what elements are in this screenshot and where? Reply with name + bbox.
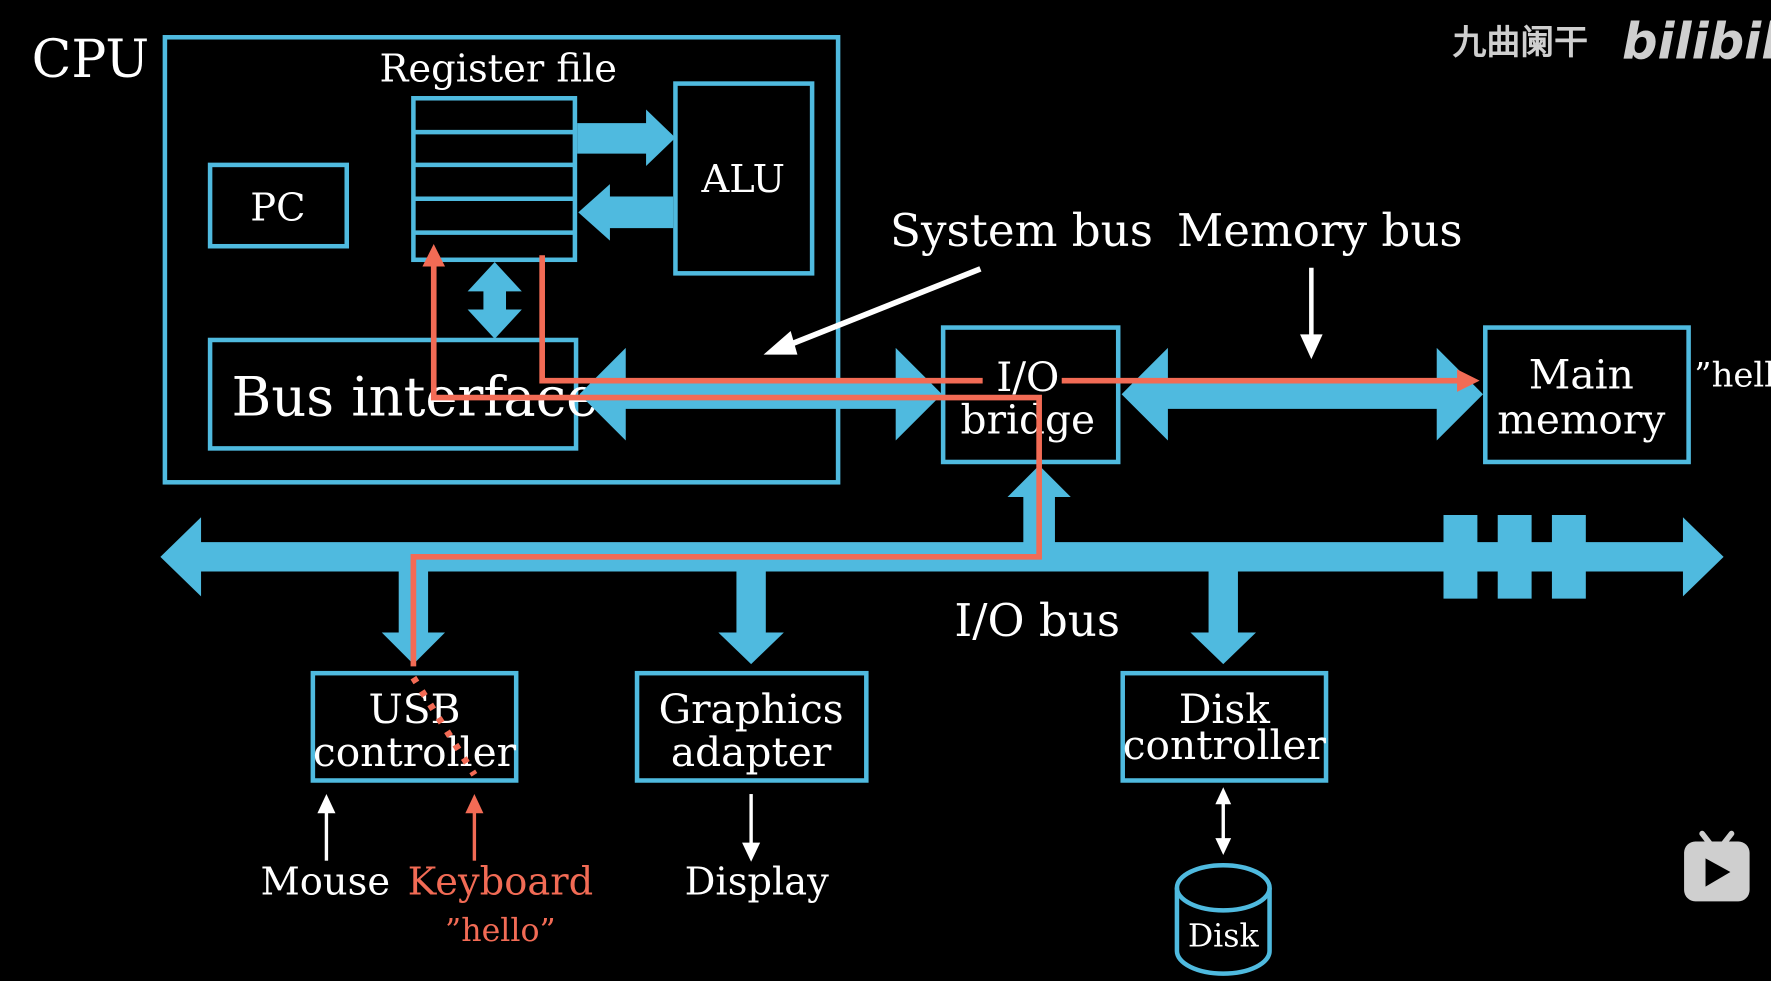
bilibili-logo: bilibili xyxy=(1622,13,1771,71)
register-file xyxy=(411,96,578,263)
alu-to-regfile-arrow xyxy=(578,184,674,241)
keyboard-arrow-head xyxy=(465,794,484,814)
hello-data-path xyxy=(410,255,1460,777)
disk-controller-label-2: controller xyxy=(1123,721,1327,769)
register-to-bridge-path xyxy=(539,255,983,384)
alu-box xyxy=(673,81,815,276)
memory-bus xyxy=(1121,347,1484,441)
cpu-label: CPU xyxy=(32,30,150,90)
mouse-arrow-head xyxy=(317,794,336,814)
graphics-label-2: adapter xyxy=(671,728,832,776)
usb-label-2: controller xyxy=(313,728,517,776)
main-memory-label-2: memory xyxy=(1497,396,1665,444)
keyboard-to-register-path xyxy=(410,255,1042,667)
mouse-label: Mouse xyxy=(261,860,391,905)
alu-label: ALU xyxy=(700,157,784,202)
memory-bus-label: Memory bus xyxy=(1177,204,1463,257)
main-memory-label-1: Main xyxy=(1529,351,1634,399)
graphics-adapter-box xyxy=(634,670,869,783)
io-bridge-label-1: I/O xyxy=(996,353,1059,401)
channel-name: 九曲阑干 xyxy=(1453,23,1589,62)
disk-controller-box xyxy=(1120,670,1329,783)
system-bus-label: System bus xyxy=(890,204,1153,257)
keyboard-input-hello: ”hello” xyxy=(445,913,556,949)
memory-bus-pointer-head xyxy=(1300,334,1323,360)
pc-label: PC xyxy=(250,185,305,230)
io-bus-label: I/O bus xyxy=(954,594,1120,647)
display-label: Display xyxy=(685,860,830,905)
disk-cylinder xyxy=(1174,862,1272,976)
usb-label-1: USB xyxy=(369,685,461,733)
system-bus xyxy=(579,347,943,441)
regfile-bus-interface-arrow xyxy=(467,262,522,339)
register-path-arrow-head xyxy=(422,243,446,267)
cpu-box xyxy=(162,35,841,485)
disk-connector-arrow xyxy=(1190,570,1257,665)
pc-box xyxy=(207,162,350,249)
main-memory-box xyxy=(1483,325,1691,465)
disk-arrow-head-down xyxy=(1215,838,1232,856)
tv-play-icon[interactable] xyxy=(1684,830,1750,902)
system-bus-pointer xyxy=(780,266,982,351)
memory-content-hello: ”hello” xyxy=(1694,355,1771,394)
disk-arrow-head-up xyxy=(1215,787,1232,805)
io-bridge-label-2: bridge xyxy=(961,396,1096,444)
graphics-connector-arrow xyxy=(718,570,784,665)
memory-path-arrow-head xyxy=(1457,369,1480,392)
keyboard-label: Keyboard xyxy=(408,860,594,905)
register-file-label: Register file xyxy=(380,46,618,91)
usb-internal-dotted-path xyxy=(410,675,478,777)
regfile-to-alu-arrow xyxy=(577,109,676,167)
disk-label: Disk xyxy=(1188,919,1260,955)
graphics-label-1: Graphics xyxy=(659,685,844,733)
bus-interface-box xyxy=(207,337,579,451)
disk-controller-label-1: Disk xyxy=(1179,685,1270,733)
usb-controller-box xyxy=(310,670,519,783)
system-bus-pointer-head xyxy=(763,330,798,355)
display-arrow-head xyxy=(742,842,761,862)
